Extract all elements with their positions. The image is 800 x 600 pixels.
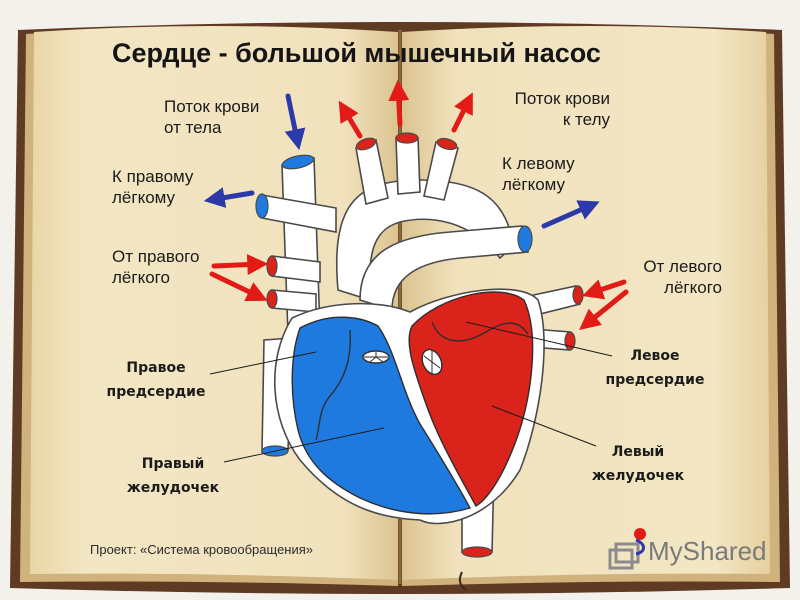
label-line: к телу	[562, 110, 610, 129]
arrow-to-right-lung	[203, 187, 255, 208]
footer-project: Проект: «Система кровообращения»	[90, 542, 314, 557]
branch3-opening	[436, 137, 458, 151]
arrow-from-left-lung-2	[579, 289, 629, 330]
label-flow-from-body: Поток крови от тела	[164, 96, 259, 138]
label-line: К правому	[112, 167, 194, 186]
label-left-atrium: Левое предсердие	[596, 344, 714, 392]
left-side-chamber	[408, 291, 534, 507]
right-pa-opening	[255, 193, 269, 219]
label-line: Правый	[141, 456, 205, 472]
label-line: предсердие	[106, 384, 206, 400]
label-line: Правое	[126, 360, 186, 376]
label-line: лёгкого	[664, 278, 722, 297]
arrow-from-right-lung-2	[209, 271, 268, 302]
myshared-logo-icon	[608, 528, 646, 570]
label-left-ventricle: Левый желудочек	[584, 440, 692, 488]
label-line: К левому	[502, 154, 575, 173]
label-right-ventricle: Правый желудочек	[118, 452, 228, 500]
arrow-to-body-3	[451, 92, 473, 133]
label-line: лёгкому	[502, 175, 566, 194]
svc-opening	[281, 154, 315, 170]
label-to-right-lung: К правому лёгкому	[112, 166, 193, 208]
rpv-lower-opening	[266, 289, 278, 309]
pointer-lines	[209, 321, 613, 463]
right-pulmonary-vein-lower	[271, 289, 317, 313]
label-line: От левого	[643, 257, 722, 276]
label-line: желудочек	[126, 480, 220, 496]
right-septum-line	[315, 329, 352, 441]
arrow-from-left-lung-1	[582, 279, 627, 300]
label-right-atrium: Правое предсердие	[100, 356, 212, 404]
label-to-left-lung: К левому лёгкому	[502, 153, 575, 195]
arrow-to-body-1	[338, 100, 363, 139]
arrow-to-left-lung	[541, 200, 600, 229]
label-from-left-lung: От левого лёгкого	[610, 256, 722, 298]
arrow-from-body	[284, 93, 306, 151]
left-pa-opening	[517, 225, 533, 253]
label-line: лёгкого	[112, 268, 170, 287]
label-from-right-lung: От правого лёгкого	[112, 246, 199, 288]
right-side-chamber	[291, 316, 472, 515]
tricuspid-valve	[362, 350, 390, 364]
page-title: Сердце - большой мышечный насос	[112, 38, 601, 68]
label-line: от тела	[164, 118, 222, 137]
left-septum-line	[431, 321, 529, 342]
pointer-right-atrium	[209, 351, 317, 375]
pointer-left-ventricle	[491, 405, 597, 447]
label-flow-to-body: Поток крови к телу	[498, 88, 610, 130]
branch1-opening	[355, 137, 377, 151]
myshared-logo[interactable]: MyShared	[606, 520, 776, 580]
arrow-to-body-2	[388, 79, 410, 127]
label-line: Поток крови	[514, 89, 610, 108]
rpv-upper-opening	[266, 255, 278, 277]
label-line: лёгкому	[112, 188, 176, 207]
pointer-left-atrium	[465, 321, 613, 357]
myshared-logo-text: MyShared	[648, 536, 767, 566]
aorta-branch-2	[395, 137, 421, 195]
label-line: От правого	[112, 247, 200, 266]
branch2-opening	[395, 132, 419, 144]
heart-chambers	[291, 291, 534, 515]
flow-arrows	[203, 79, 629, 330]
mitral-valve	[421, 348, 443, 376]
book-ring-mark	[458, 571, 467, 591]
pointer-right-ventricle	[223, 427, 385, 463]
lpv-upper-opening	[572, 285, 584, 305]
label-line: Поток крови	[164, 97, 260, 116]
label-line: желудочек	[591, 468, 685, 484]
vessel-openings	[255, 132, 584, 558]
label-line: Левое	[630, 348, 680, 364]
aorta-bottom-opening	[461, 546, 493, 558]
arrow-from-right-lung-1	[211, 254, 269, 276]
label-line: предсердие	[605, 372, 705, 388]
label-line: Левый	[611, 444, 665, 460]
